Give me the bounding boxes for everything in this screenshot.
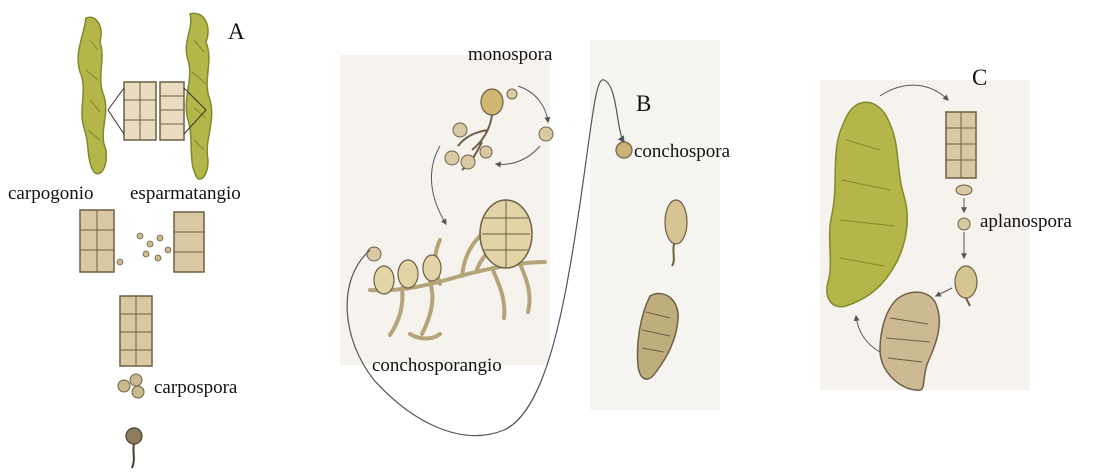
panel-a-spermatangium-zoom (160, 82, 184, 140)
panel-a-germling-stalk (132, 444, 134, 468)
panel-b-monospore-1 (507, 89, 517, 99)
label-conchospora: conchospora (634, 142, 730, 161)
panel-c-germling (955, 266, 977, 298)
panel-c-aplanospore-pair (956, 185, 972, 195)
panel-b-monospore-germling (481, 89, 503, 115)
panel-a-male-thallus (186, 13, 211, 179)
label-esparmatangio: esparmatangio (130, 184, 241, 203)
panel-c-aplanospore (958, 218, 970, 230)
panel-a-spermatia (117, 233, 171, 265)
label-conchosporangio: conchosporangio (372, 356, 502, 375)
label-carpogonio: carpogonio (8, 184, 93, 203)
label-carpospora: carpospora (154, 378, 237, 397)
panel-b-conchosporangium-small-2 (374, 266, 394, 294)
panel-a-carpospores (118, 374, 144, 398)
panel-b-cell-3 (461, 155, 475, 169)
panel-b-germling (665, 200, 687, 244)
panel-b-monospore-2 (539, 127, 553, 141)
panel-a-female-thallus (78, 17, 106, 174)
panel-b-letter: B (636, 92, 651, 115)
panel-b-cell-4 (480, 146, 492, 158)
panel-b-conchosporangium-small-3 (423, 255, 441, 281)
panel-c-letter: C (972, 66, 987, 89)
label-monospora: monospora (468, 45, 552, 64)
panel-a-letter: A (228, 20, 245, 43)
panel-b-cell-1 (453, 123, 467, 137)
label-aplanospora: aplanospora (980, 212, 1072, 231)
panel-b-cell-2 (445, 151, 459, 165)
panel-b-spore-small (367, 247, 381, 261)
panel-b-conchosporangium-small-1 (398, 260, 418, 288)
panel-a-spermatangia-cells (174, 212, 204, 272)
panel-a (78, 13, 212, 468)
panel-b-conchospore (616, 142, 632, 158)
panel-a-germling-head (126, 428, 142, 444)
